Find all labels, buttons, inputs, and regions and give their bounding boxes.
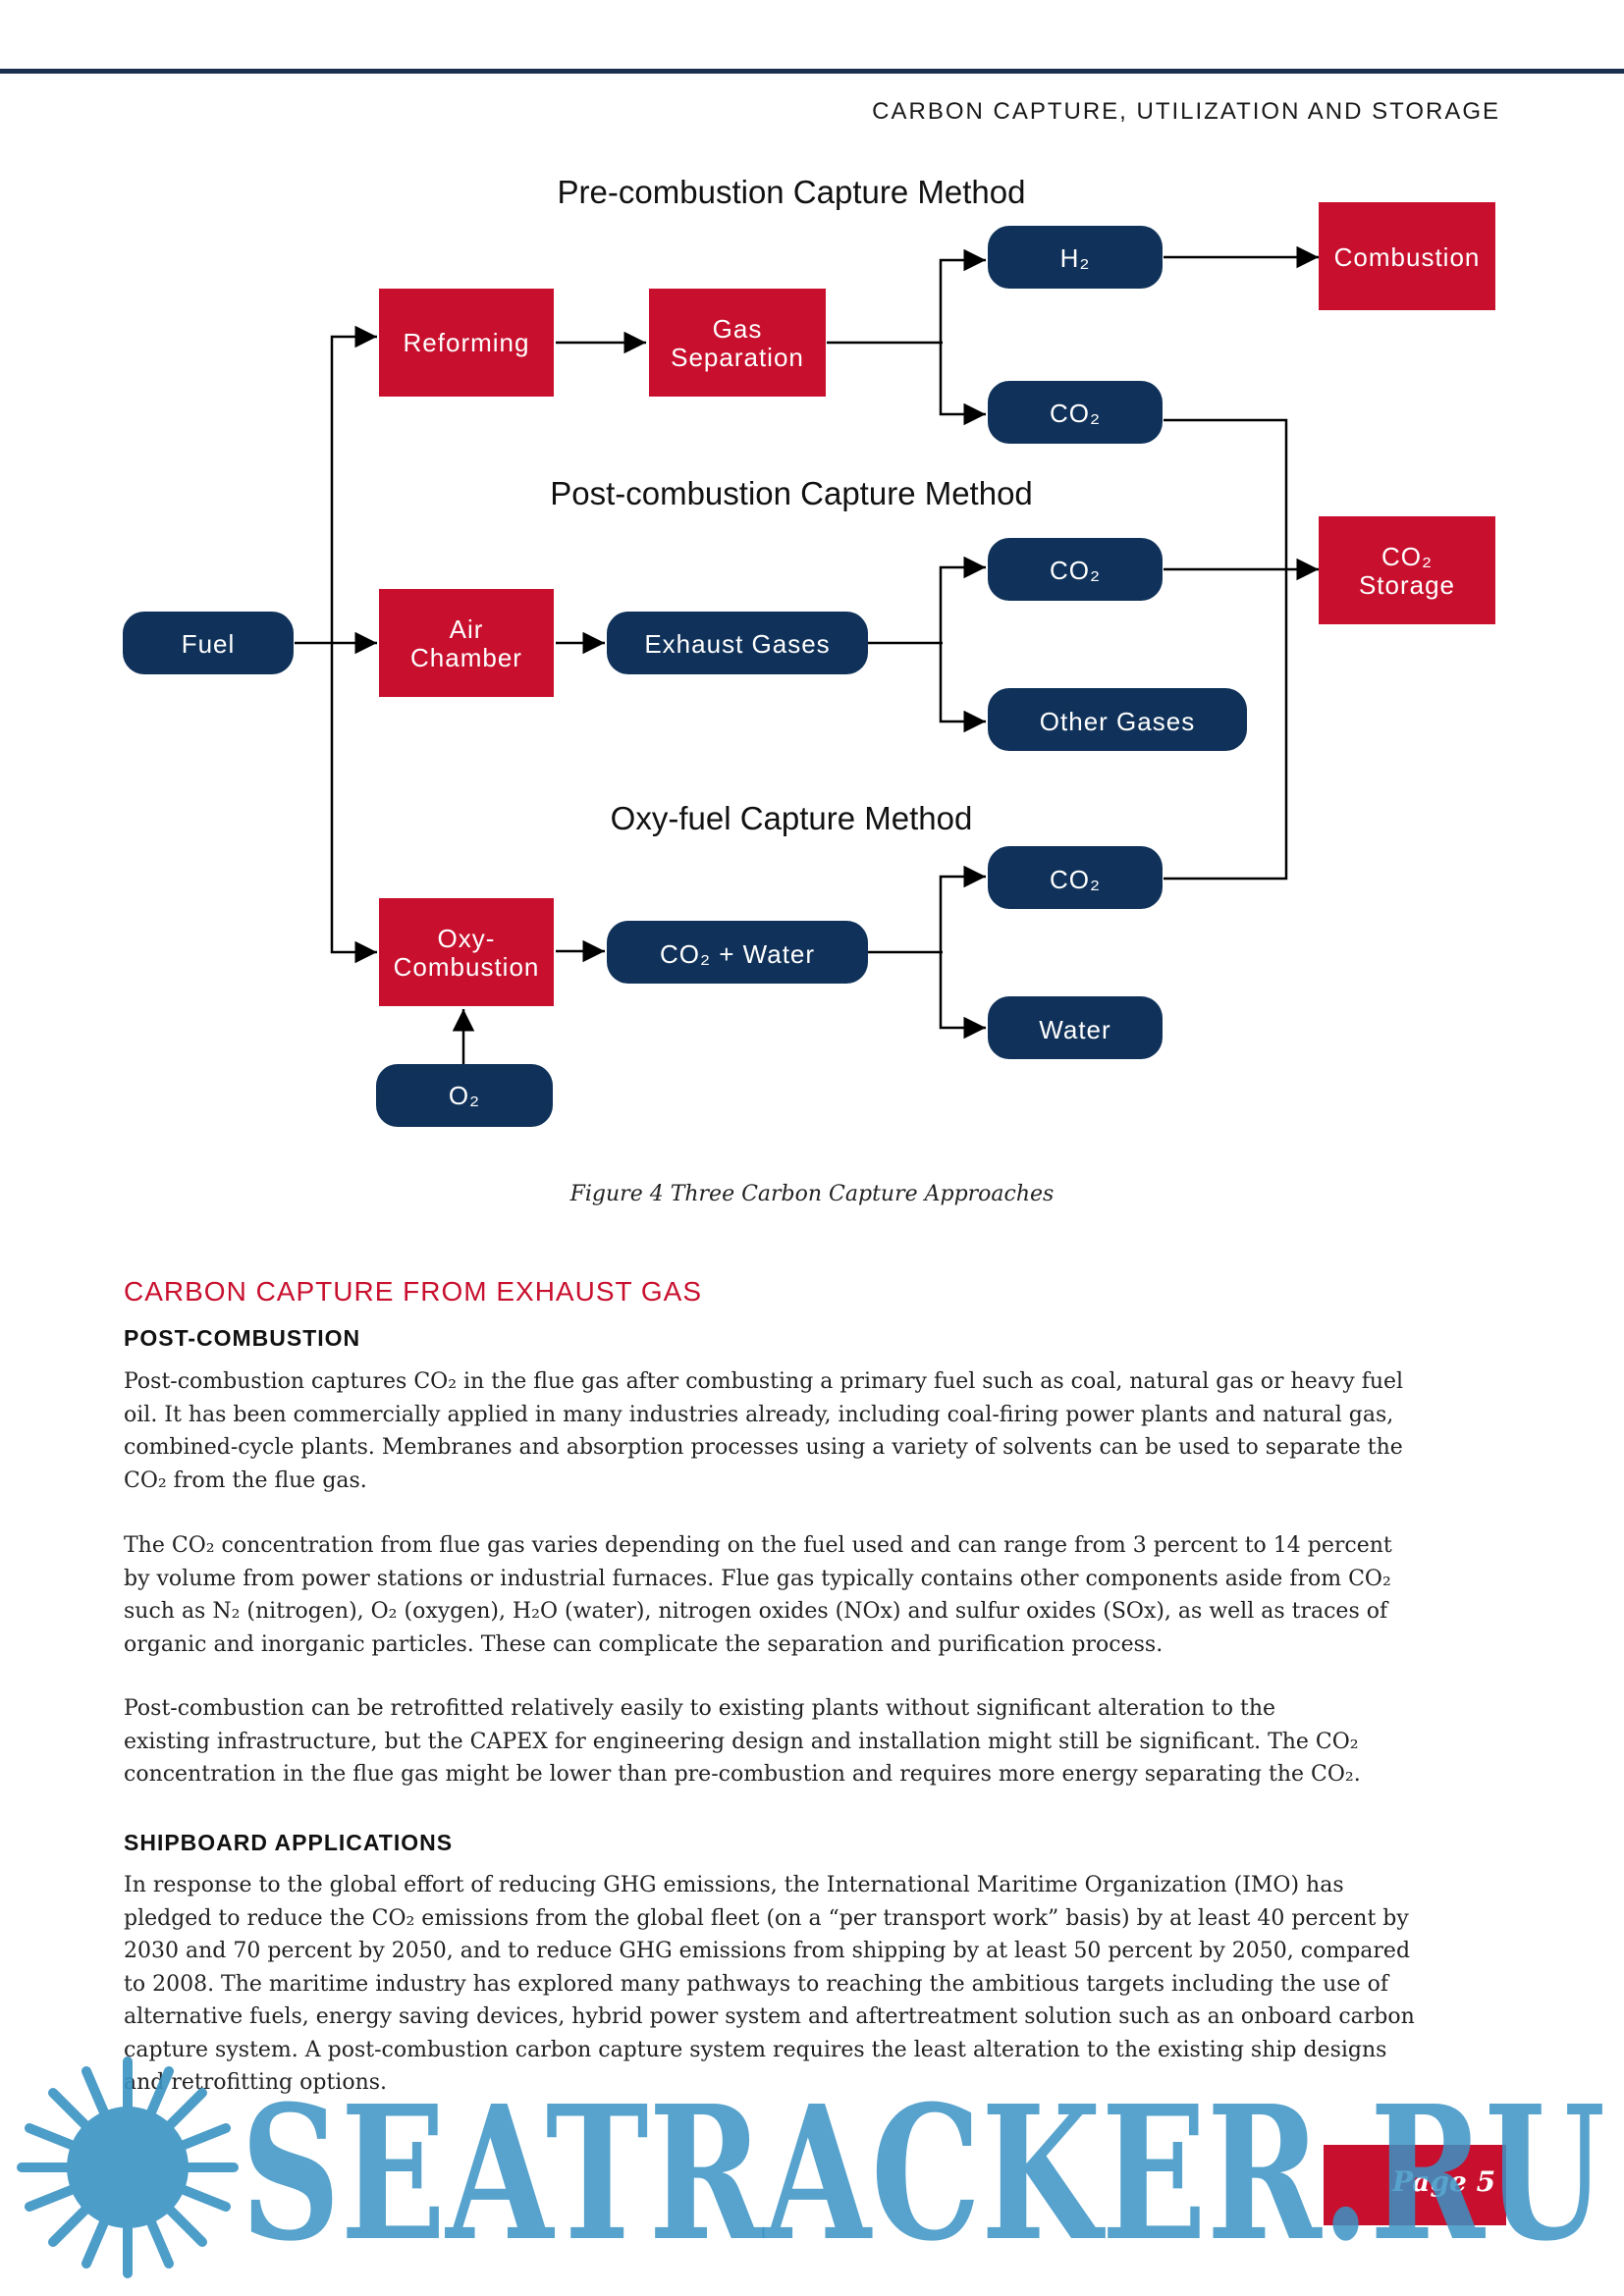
paragraph-post-combustion-3: Post-combustion can be retrofitted relat…: [124, 1696, 1361, 1787]
oxy-combustion-label-1: Oxy-: [438, 924, 496, 953]
reforming-label: Reforming: [404, 328, 530, 357]
co2-storage-box: [1319, 516, 1495, 624]
oxy-combustion-box: [379, 898, 554, 1006]
fuel-pill: [123, 612, 294, 674]
watermark: SEATRACKER.RU: [17, 2056, 1605, 2282]
subheading-post-combustion: POST-COMBUSTION: [124, 1325, 361, 1351]
co2-storage-label-1: CO₂: [1381, 542, 1433, 571]
co2-storage-label-2: Storage: [1359, 570, 1455, 600]
top-rule: [0, 69, 1624, 74]
sun-logo: [17, 2056, 239, 2278]
exhaust-gases-label: Exhaust Gases: [644, 629, 830, 659]
air-chamber-label-1: Air: [450, 614, 484, 644]
connector-to-other-gases: [939, 643, 986, 733]
page-number: Page 5: [1392, 2165, 1496, 2198]
gas-separation-label-1: Gas: [713, 314, 763, 344]
co2-pre-pill: [988, 381, 1163, 444]
combustion-label: Combustion: [1334, 242, 1481, 272]
connector-to-water: [939, 952, 986, 1040]
other-gases-pill: [988, 688, 1247, 751]
watermark-text: SEATRACKER.RU: [241, 2065, 1605, 2282]
title-pre-combustion: Pre-combustion Capture Method: [558, 174, 1026, 210]
oxy-combustion-label-2: Combustion: [394, 952, 540, 982]
title-post-combustion: Post-combustion Capture Method: [550, 475, 1033, 511]
co2-water-label: CO₂ + Water: [660, 939, 815, 969]
connector-fuel-oxy: [330, 643, 377, 964]
o2-label: O₂: [449, 1081, 480, 1110]
co2-water-pill: [607, 921, 868, 984]
carbon-capture-diagram: Pre-combustion Capture Method Post-combu…: [123, 174, 1495, 1127]
connector-to-co2-post: [939, 556, 986, 643]
connector-fuel-reforming: [330, 325, 377, 643]
air-chamber-label-2: Chamber: [410, 643, 522, 672]
connector-to-co2-pre: [939, 343, 986, 426]
co2-post-label: CO₂: [1050, 556, 1101, 585]
title-oxy-fuel: Oxy-fuel Capture Method: [611, 800, 973, 836]
reforming-box: [379, 289, 554, 397]
page-number-box: [1324, 2145, 1506, 2225]
paragraph-shipboard: In response to the global effort of redu…: [124, 1873, 1415, 2095]
co2-oxy-label: CO₂: [1050, 865, 1101, 894]
exhaust-gases-pill: [607, 612, 868, 674]
co2-oxy-pill: [988, 846, 1163, 909]
o2-pill: [376, 1064, 553, 1127]
gas-separation-label-2: Separation: [671, 343, 804, 372]
gas-separation-box: [649, 289, 826, 397]
water-label: Water: [1039, 1015, 1110, 1044]
water-pill: [988, 996, 1163, 1059]
figure-caption: Figure 4 Three Carbon Capture Approaches: [569, 1182, 1055, 1206]
connector-to-h2: [939, 248, 986, 343]
co2-pre-label: CO₂: [1050, 399, 1101, 428]
running-header: CARBON CAPTURE, UTILIZATION AND STORAGE: [872, 98, 1500, 125]
connector-to-co2-oxy: [939, 865, 986, 952]
fuel-label: Fuel: [182, 629, 236, 659]
paragraph-post-combustion-2: The CO₂ concentration from flue gas vari…: [124, 1533, 1392, 1657]
subheading-shipboard: SHIPBOARD APPLICATIONS: [124, 1830, 454, 1855]
h2-pill: [988, 226, 1163, 289]
co2-post-pill: [988, 538, 1163, 601]
paragraph-post-combustion-1: Post-combustion captures CO₂ in the flue…: [124, 1369, 1404, 1493]
connector-co2-collector: [1164, 418, 1288, 881]
section-title: CARBON CAPTURE FROM EXHAUST GAS: [124, 1276, 703, 1307]
other-gases-label: Other Gases: [1040, 707, 1195, 736]
combustion-box: [1319, 202, 1495, 310]
h2-label: H₂: [1060, 243, 1091, 273]
air-chamber-box: [379, 589, 554, 697]
